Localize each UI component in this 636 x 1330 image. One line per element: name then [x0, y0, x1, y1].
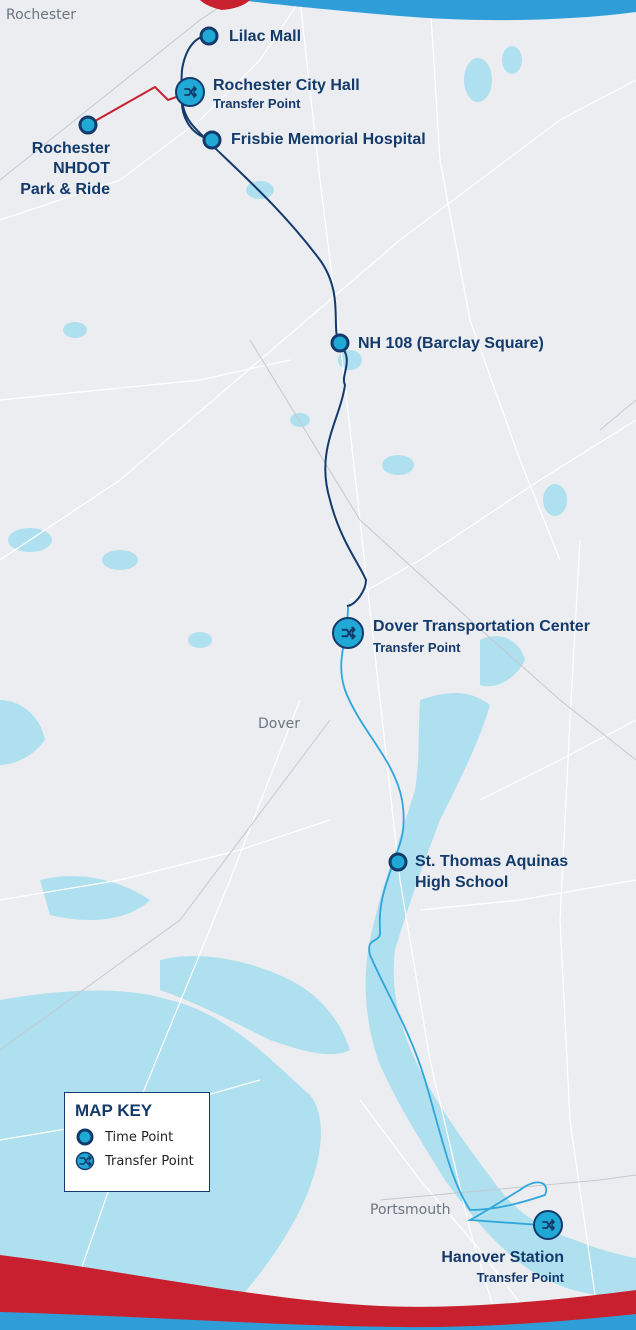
town-label-portsmouth: Portsmouth: [370, 1202, 451, 1218]
stop-sub-dover-tc: Transfer Point: [373, 640, 461, 655]
stop-label-rochester-city-hall: Rochester City Hall: [213, 77, 360, 94]
town-label-rochester: Rochester: [6, 7, 76, 23]
map-key-label-transfer-point: Transfer Point: [105, 1153, 194, 1169]
route-south-segment: [340, 606, 548, 1226]
stop-sub-hanover: Transfer Point: [477, 1270, 565, 1285]
stop-marker-nh108[interactable]: [330, 333, 350, 353]
stop-label-park-ride-line3: Park & Ride: [20, 181, 110, 198]
stop-label-st-thomas-line1: St. Thomas Aquinas: [415, 853, 568, 870]
stop-label-st-thomas-line2: High School: [415, 874, 508, 891]
stop-marker-rochester-city-hall[interactable]: [175, 77, 205, 107]
stop-marker-park-ride[interactable]: [78, 115, 98, 135]
stop-marker-dover-tc[interactable]: [332, 617, 364, 649]
transfer-point-icon: [75, 1151, 95, 1171]
stop-marker-lilac-mall[interactable]: [199, 26, 219, 46]
map-key-row-time-point: Time Point: [75, 1127, 199, 1147]
stop-marker-st-thomas[interactable]: [388, 852, 408, 872]
stop-label-park-ride-line1: Rochester: [32, 140, 110, 157]
stop-label-nh108: NH 108 (Barclay Square): [358, 335, 544, 352]
map-key-label-time-point: Time Point: [105, 1129, 174, 1145]
bottom-banner: [0, 1255, 636, 1330]
town-label-dover: Dover: [258, 716, 300, 732]
stop-sub-rochester-city-hall: Transfer Point: [213, 96, 301, 111]
time-point-icon: [76, 1128, 94, 1146]
top-banner: [180, 0, 636, 21]
map-key-title: MAP KEY: [75, 1101, 153, 1120]
stop-marker-frisbie[interactable]: [202, 130, 222, 150]
stop-label-hanover: Hanover Station: [441, 1249, 564, 1266]
stop-label-frisbie: Frisbie Memorial Hospital: [231, 131, 426, 148]
map-key: MAP KEY Time Point Transfer Point: [64, 1092, 210, 1192]
stop-marker-hanover[interactable]: [533, 1210, 563, 1240]
stop-label-park-ride-line2: NHDOT: [53, 160, 110, 177]
boundary-lines: [0, 0, 636, 1201]
map-key-row-transfer-point: Transfer Point: [75, 1151, 199, 1171]
stop-label-dover-tc: Dover Transportation Center: [373, 618, 590, 635]
stop-label-lilac-mall: Lilac Mall: [229, 28, 301, 45]
